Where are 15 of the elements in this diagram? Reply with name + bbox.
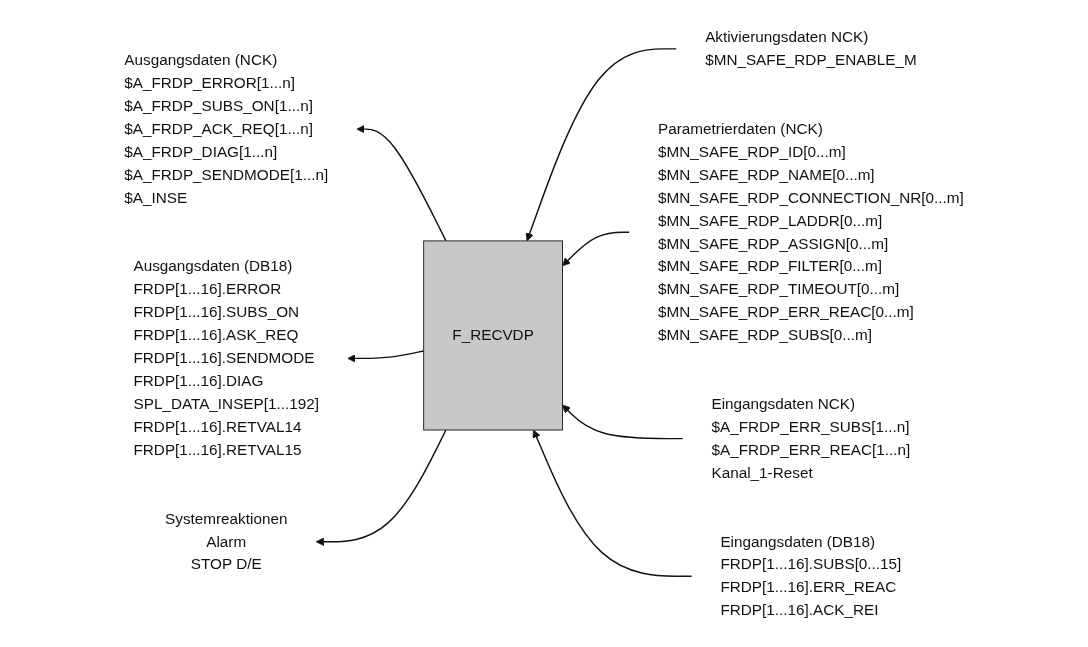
node-text: Eingangsdaten NCK) $A_FRDP_ERR_SUBS[1...n] $A_FRDP_ERR_REAC[1...n] Kanal_1-Reset bbox=[711, 395, 911, 481]
arrow bbox=[525, 47, 678, 241]
node-text: Aktivierungsdaten NCK) $MN_SAFE_RDP_ENABLE_M bbox=[705, 28, 917, 68]
arrow bbox=[356, 124, 447, 242]
node-text: Ausgangsdaten (DB18) FRDP[1...16].ERROR FRDP[1...16].SUBS_ON FRDP[1...16].ASK_REQ FRDP[1...16].SENDMODE FRDP[1...16].DIAG SPL_DATA_INSEP[1...192] FRDP[1...16].RETVAL14 FRDP[1...16].RETVAL15 bbox=[133, 257, 319, 458]
arrow bbox=[315, 428, 447, 546]
node-text: Parametrierdaten (NCK) $MN_SAFE_RDP_ID[0...m] $MN_SAFE_RDP_NAME[0...m] $MN_SAFE_RDP_CONNECTION_NR[0...m] $MN_SAFE_RDP_LADDR[0...m] $MN_SAFE_RDP_ASSIGN[0...m] $MN_SAFE_RDP_FILTER[0...m] $MN_SAFE_RDP_TIMEOUT[0...m] $MN_SAFE_RDP_ERR_REAC[0...m] $MN_SAFE_RDP_SUBS[0...m] bbox=[658, 120, 964, 343]
node-text: Eingangsdaten (DB18) FRDP[1...16].SUBS[0...15] FRDP[1...16].ERR_REAC FRDP[1...16].ACK_REI bbox=[720, 532, 902, 618]
node-box: F_RECVDP bbox=[423, 239, 563, 430]
node-text: Systemreaktionen Alarm STOP D/E bbox=[165, 509, 288, 572]
arrow bbox=[347, 349, 425, 363]
arrow bbox=[562, 404, 684, 439]
node-text: Ausgangsdaten (NCK) $A_FRDP_ERROR[1...n] $A_FRDP_SUBS_ON[1...n] $A_FRDP_ACK_REQ[1...n] $A_FRDP_DIAG[1...n] $A_FRDP_SENDMODE[1...n] $A_INSE bbox=[124, 51, 329, 206]
arrow bbox=[532, 429, 693, 577]
arrow bbox=[562, 231, 631, 266]
